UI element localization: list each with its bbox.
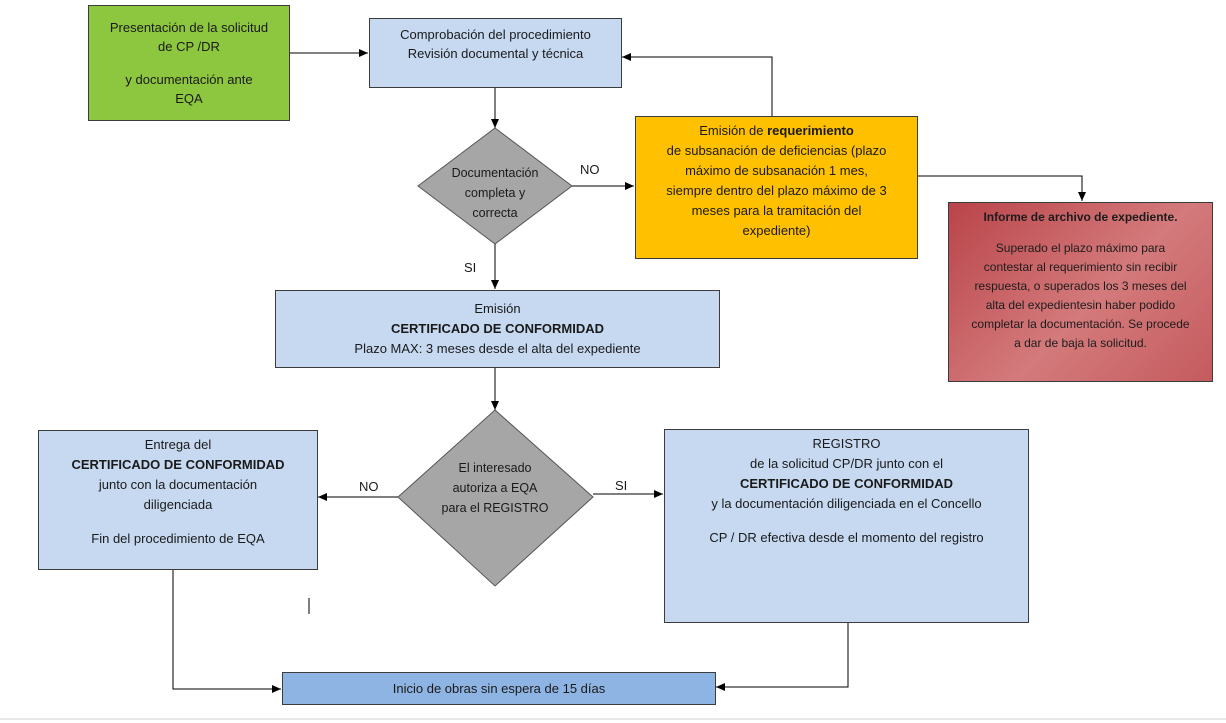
informe-line4: alta del expedientesin haber podido <box>985 298 1176 312</box>
entrega-line1: Entrega del <box>144 437 212 452</box>
informe-line2: contestar al requerimiento sin recibir <box>983 260 1178 274</box>
requerimiento-box: Emisión de requerimiento de subsanación … <box>635 116 918 259</box>
informe-line3: respuesta, o superados los 3 meses del <box>974 279 1187 293</box>
presentacion-line1: Presentación de la solicitud <box>109 20 269 35</box>
entrega-line2: CERTIFICADO DE CONFORMIDAD <box>71 457 285 472</box>
registro-line4: y la documentación diligenciada en el Co… <box>711 496 982 511</box>
registro-line2: de la solicitud CP/DR junto con el <box>750 456 943 471</box>
edge-label-si-documentacion: SI <box>464 260 477 275</box>
decision-documentacion-text: Documentación completa y correcta <box>430 163 560 223</box>
autoriza-line3: para el REGISTRO <box>441 501 549 515</box>
informe-line6: a dar de baja la solicitud. <box>1014 336 1147 350</box>
registro-line5: CP / DR efectiva desde el momento del re… <box>709 530 984 545</box>
entrega-line5: Fin del procedimiento de EQA <box>91 531 265 546</box>
registro-line3: CERTIFICADO DE CONFORMIDAD <box>739 476 954 491</box>
presentacion-line3: y documentación ante <box>125 72 253 87</box>
requerimiento-prefix: Emisión de <box>699 123 768 138</box>
requerimiento-line4: siempre dentro del plazo máximo de 3 <box>666 183 887 198</box>
requerimiento-line2: de subsanación de deficiencias (plazo <box>666 143 887 158</box>
edge-label-no-documentacion: NO <box>580 162 600 177</box>
decision-autoriza-shape <box>397 409 594 587</box>
autoriza-line1: El interesado <box>458 461 532 475</box>
informe-line1: Superado el plazo máximo para <box>995 241 1166 255</box>
comprobacion-line1: Comprobación del procedimiento <box>400 27 591 42</box>
emision-line1: Emisión <box>474 301 521 316</box>
emision-line3: Plazo MAX: 3 meses desde el alta del exp… <box>354 341 641 356</box>
emision-line2: CERTIFICADO DE CONFORMIDAD <box>390 321 605 336</box>
documentacion-line2: completa y <box>464 186 526 200</box>
requerimiento-line1: Emisión de requerimiento <box>699 121 854 141</box>
registro-box: REGISTRO de la solicitud CP/DR junto con… <box>664 429 1029 623</box>
inicio-line1: Inicio de obras sin espera de 15 días <box>392 681 606 696</box>
edge-label-si-autoriza: SI <box>615 478 628 493</box>
entrega-line4: diligenciada <box>143 497 213 512</box>
entrega-box: Entrega del CERTIFICADO DE CONFORMIDAD j… <box>38 430 318 570</box>
informe-box: Informe de archivo de expediente. Supera… <box>948 202 1213 382</box>
registro-line1: REGISTRO <box>812 436 881 451</box>
presentacion-line2: de CP /DR <box>158 39 220 54</box>
comprobacion-box: Comprobación del procedimiento Revisión … <box>369 18 622 88</box>
emision-certificado-box: Emisión CERTIFICADO DE CONFORMIDAD Plazo… <box>275 290 720 368</box>
documentacion-line3: correcta <box>472 206 518 220</box>
inicio-obras-box: Inicio de obras sin espera de 15 días <box>282 672 716 705</box>
edge-label-no-autoriza: NO <box>359 479 379 494</box>
presentacion-line4: EQA <box>175 91 203 106</box>
requerimiento-line5: meses para la tramitación del <box>691 203 862 218</box>
requerimiento-line3: máximo de subsanación 1 mes, <box>685 163 868 178</box>
presentacion-box: Presentación de la solicitud de CP /DR y… <box>88 5 290 121</box>
informe-line5: completar la documentación. Se procede <box>971 317 1190 331</box>
comprobacion-line2: Revisión documental y técnica <box>407 46 584 61</box>
entrega-line3: junto con la documentación <box>98 477 258 492</box>
decision-autoriza-text: El interesado autoriza a EQA para el REG… <box>420 458 570 518</box>
autoriza-line2: autoriza a EQA <box>452 481 538 495</box>
informe-title: Informe de archivo de expediente. <box>983 210 1178 224</box>
documentacion-line1: Documentación <box>451 166 539 180</box>
requerimiento-line6: expediente) <box>742 223 811 238</box>
requerimiento-keyword: requerimiento <box>767 123 854 138</box>
